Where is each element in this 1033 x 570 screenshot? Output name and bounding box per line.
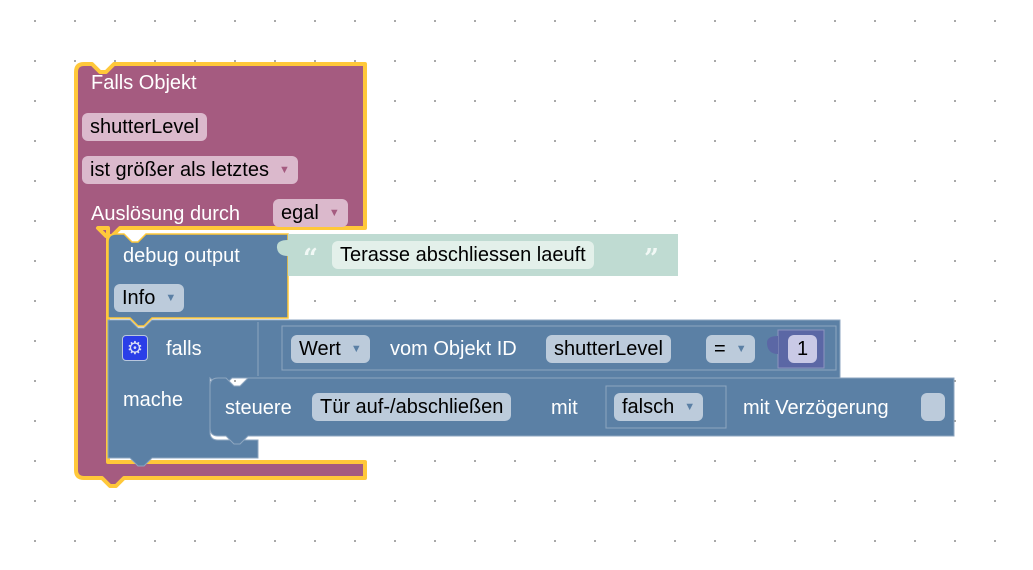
delay-checkbox[interactable] [921, 393, 945, 421]
trigger-object-id-value: shutterLevel [90, 116, 199, 138]
delay-label: mit Verzögerung [743, 397, 889, 419]
debug-output-label: debug output [123, 245, 240, 267]
close-quote-icon: ” [644, 244, 659, 274]
boolean-value: falsch [622, 396, 675, 418]
dropdown-arrow-icon: ▼ [328, 207, 340, 219]
trigger-by-value: egal [281, 202, 319, 224]
property-value: Wert [299, 338, 341, 360]
control-label: steuere [225, 397, 292, 419]
of-object-label: vom Objekt ID [390, 338, 517, 360]
compare-number-value: 1 [797, 338, 809, 360]
trigger-condition-dropdown[interactable]: ist größer als letztes ▼ [82, 156, 298, 184]
text-block-connector [276, 240, 288, 256]
debug-level-dropdown[interactable]: Info ▼ [114, 284, 185, 312]
boolean-value-dropdown[interactable]: falsch ▼ [614, 393, 704, 421]
debug-text-value: Terasse abschliessen laeuft [340, 244, 586, 266]
condition-object-id-field[interactable]: shutterLevel [546, 335, 671, 363]
operator-value: = [714, 338, 726, 360]
dropdown-arrow-icon: ▼ [165, 292, 177, 304]
open-quote-icon: “ [303, 244, 318, 274]
property-dropdown[interactable]: Wert ▼ [291, 335, 370, 363]
condition-object-id-value: shutterLevel [554, 338, 663, 360]
dropdown-arrow-icon: ▼ [735, 343, 747, 355]
gear-icon[interactable]: ⚙ [122, 335, 148, 361]
control-target-value: Tür auf-/abschließen [320, 396, 504, 418]
trigger-block-title: Falls Objekt [91, 72, 197, 94]
number-block-connector [766, 336, 778, 354]
debug-text-field[interactable]: Terasse abschliessen laeuft [332, 241, 594, 269]
dropdown-arrow-icon: ▼ [350, 343, 362, 355]
trigger-by-dropdown[interactable]: egal ▼ [273, 199, 348, 227]
trigger-condition-value: ist größer als letztes [90, 159, 269, 181]
trigger-by-label: Auslösung durch [91, 203, 240, 225]
dropdown-arrow-icon: ▼ [684, 401, 696, 413]
operator-dropdown[interactable]: =▼ [706, 335, 755, 363]
with-label: mit [551, 397, 578, 419]
debug-level-value: Info [122, 287, 156, 309]
compare-number-field[interactable]: 1 [788, 335, 818, 363]
dropdown-arrow-icon: ▼ [278, 164, 290, 176]
if-label: falls [166, 338, 202, 360]
control-target-field[interactable]: Tür auf-/abschließen [312, 393, 512, 421]
trigger-object-id-field[interactable]: shutterLevel [82, 113, 207, 141]
do-label: mache [123, 389, 184, 411]
